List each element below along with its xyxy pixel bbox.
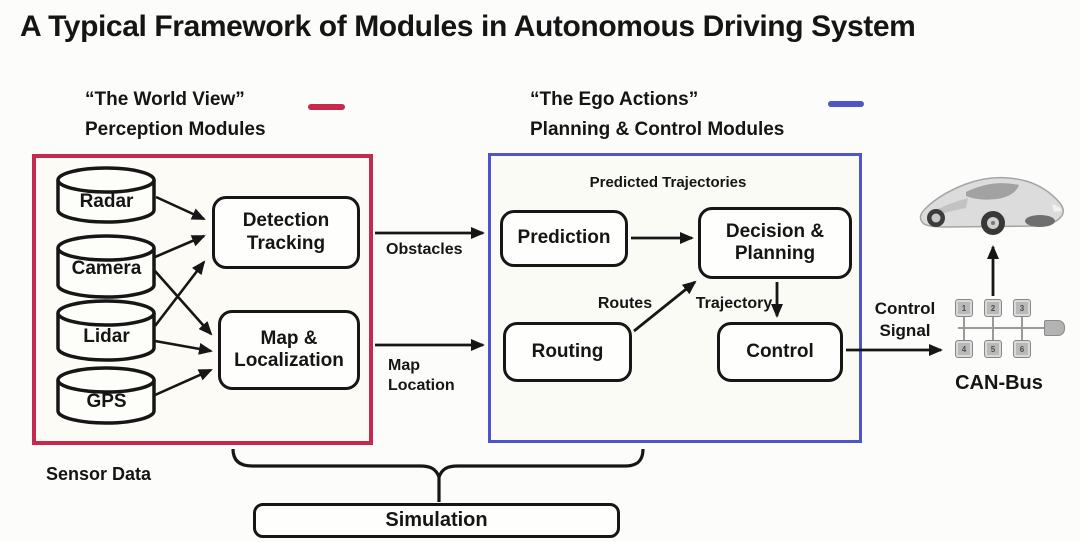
planning-modules-label: Planning & Control Modules [530,119,785,140]
planning-group-frame [488,153,862,443]
perception-color-dash [308,104,345,110]
can-node-2: 2 [984,299,1002,317]
control-signal-label: Control Signal [870,298,940,342]
can-node-2-number: 2 [990,303,996,313]
car-grille [1025,215,1055,227]
detection-tracking-box: Detection Tracking [212,196,360,269]
predicted-trajectories-label: Predicted Trajectories [589,174,747,191]
simulation-brace [231,448,645,502]
can-node-1-number: 1 [961,303,967,313]
trajectory-label: Trajectory [695,295,773,312]
can-node-1: 1 [955,299,973,317]
map-location-label: Map Location [388,356,455,396]
map-line2: Localization [234,350,344,371]
routing-box: Routing [503,322,632,382]
map-localization-box: Map & Localization [218,310,360,390]
can-bus-wires [958,317,1046,341]
can-node-4-number: 4 [961,344,967,354]
can-node-4: 4 [955,340,973,358]
detection-line2: Tracking [246,232,326,254]
decision-line1: Decision & [725,220,825,242]
prediction-label: Prediction [517,227,611,249]
can-node-5: 5 [984,340,1002,358]
can-bus-connector-icon [1044,320,1065,336]
map-line1: Map & [260,327,318,349]
can-node-5-number: 5 [990,344,996,354]
control-signal-line1: Control [874,299,936,318]
car-windshield [966,183,1019,200]
routing-label: Routing [531,340,604,362]
can-node-6-number: 6 [1019,344,1025,354]
obstacles-label: Obstacles [386,241,463,258]
sensor-radar: Radar [79,191,134,212]
can-node-3: 3 [1013,299,1031,317]
detection-line1: Detection [242,210,330,232]
map-location-line2: Location [388,377,455,394]
decision-line2: Planning [734,243,816,264]
simulation-box: Simulation [253,503,620,538]
can-bus-caption: CAN-Bus [955,372,1043,394]
routes-label: Routes [597,295,653,312]
can-node-6: 6 [1013,340,1031,358]
map-location-line1: Map [388,357,420,374]
world-view-quote: “The World View” [85,89,245,110]
sensor-camera: Camera [71,258,142,279]
planning-color-dash [828,101,864,107]
sensor-gps: GPS [86,391,127,412]
prediction-box: Prediction [500,210,628,267]
simulation-label: Simulation [385,508,488,531]
control-label: Control [746,340,814,362]
control-signal-line2: Signal [879,321,931,340]
perception-modules-label: Perception Modules [85,119,266,140]
page-title: A Typical Framework of Modules in Autono… [20,10,916,43]
ego-actions-quote: “The Ego Actions” [530,89,699,110]
car-image [919,176,1064,235]
decision-planning-box: Decision & Planning [698,207,852,279]
sensor-lidar: Lidar [83,326,130,347]
car-headlight [1052,204,1062,212]
can-node-3-number: 3 [1019,303,1025,313]
control-box: Control [717,322,843,382]
sensor-data-caption: Sensor Data [46,464,152,484]
